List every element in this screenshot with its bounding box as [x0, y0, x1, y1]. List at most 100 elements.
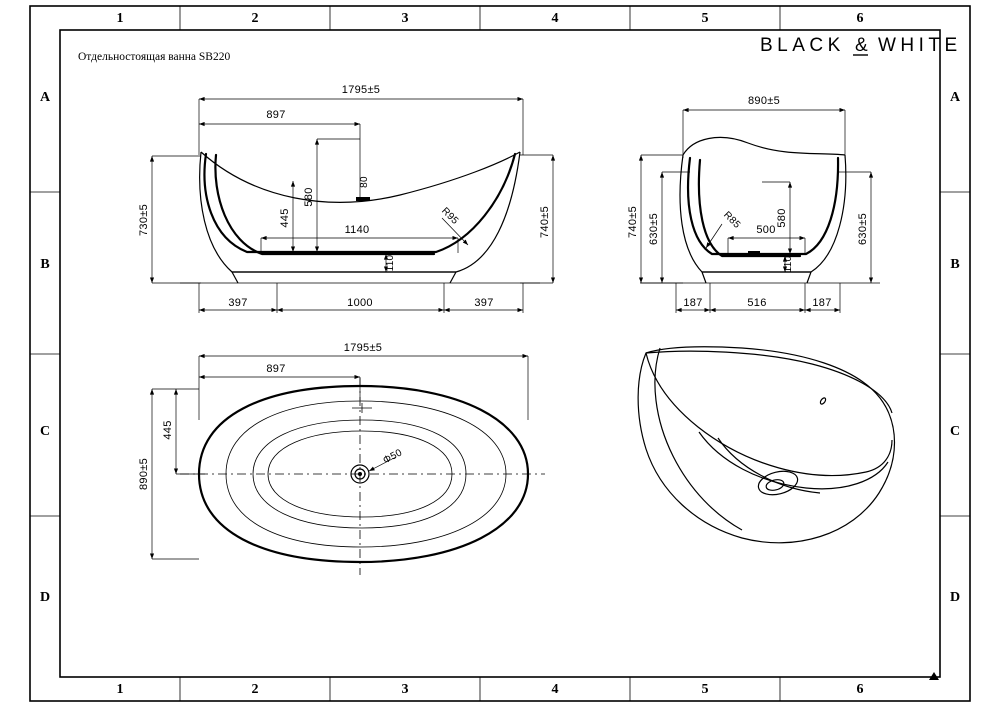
dim-text-plan-overall-width: 890±5 [138, 458, 150, 490]
dim-text-front-base-right: 397 [474, 297, 493, 309]
dim-text-front-overall-length: 1795±5 [342, 84, 380, 96]
dim-text-plan-drain-offset: 897 [266, 363, 285, 375]
dim-front-height-left [149, 155, 201, 284]
dim-text-plan-overall-length: 1795±5 [344, 342, 382, 354]
dim-text-plan-drain-diameter: Φ50 [381, 447, 404, 466]
dim-text-front-rim-height: 580 [303, 187, 315, 206]
dim-front-radius-leader [441, 217, 469, 246]
dim-side-inner-width [727, 235, 806, 255]
zone-label-left-b: B [40, 257, 49, 272]
front-rim-curve [200, 151, 521, 203]
isometric-view [637, 346, 895, 544]
dim-text-side-base-right: 187 [812, 297, 831, 309]
side-foot-left [701, 271, 707, 284]
iso-rim-inner-edge [645, 352, 893, 477]
dim-side-base-chain [675, 283, 841, 313]
dim-front-base-chain [198, 283, 524, 313]
dim-front-drain-offset [199, 121, 361, 200]
side-inner-basin [687, 156, 840, 256]
dim-text-front-inner-depth: 445 [279, 208, 291, 227]
dim-side-overall-width [682, 107, 846, 158]
zone-labels-left: A B C D [40, 90, 51, 605]
side-elevation-view: 890±5 740±5 630±5 630±5 580 [627, 95, 880, 313]
brand-text-amp: & [855, 35, 872, 56]
plan-drain-symbol [350, 464, 370, 484]
dim-text-side-base-center: 516 [747, 297, 766, 309]
dim-text-front-height-left: 730±5 [138, 204, 150, 236]
dim-text-front-base-left: 397 [228, 297, 247, 309]
dim-text-side-overall-width: 890±5 [748, 95, 780, 107]
side-foot-right [806, 271, 812, 284]
iso-left-wall [654, 347, 743, 531]
iso-basin-curve [698, 431, 889, 490]
front-elevation-view: 1795±5 897 730±5 740±5 580 [138, 84, 556, 313]
zone-label-right-a: A [950, 90, 961, 105]
iso-outer-body [637, 346, 895, 544]
zone-label-left-a: A [40, 90, 51, 105]
iso-drain-symbol [757, 470, 799, 496]
dim-text-front-floor-thickness: 110 [385, 254, 396, 271]
dim-side-rim-left [659, 171, 690, 283]
zone-label-top-5: 5 [702, 11, 709, 26]
iso-overflow-hole [819, 397, 827, 405]
dim-text-side-base-left: 187 [683, 297, 702, 309]
dim-text-side-floor-thickness: 110 [783, 255, 794, 272]
dim-text-side-rim-right: 630±5 [857, 213, 869, 245]
front-inner-offset [214, 153, 436, 256]
zone-labels-right: A B C D [950, 90, 961, 605]
dim-text-plan-drain-to-edge: 445 [162, 420, 174, 439]
dim-text-front-radius: R95 [439, 206, 460, 227]
zone-label-bottom-6: 6 [857, 682, 864, 697]
front-overflow-marker [356, 197, 370, 201]
dim-text-side-height-left: 740±5 [627, 206, 639, 238]
side-rim-curve [682, 136, 846, 156]
front-foot-right [449, 271, 457, 284]
dim-plan-drain-leader [368, 456, 397, 472]
page-title: Отдельностоящая ванна SB220 [78, 51, 230, 63]
zone-label-bottom-4: 4 [552, 682, 559, 697]
dim-text-front-inner-length: 1140 [345, 224, 370, 236]
dim-text-front-overflow: 80 [359, 176, 370, 188]
dim-text-side-radius: R85 [721, 210, 742, 231]
side-inner-offset [697, 158, 802, 258]
zone-label-bottom-1: 1 [117, 682, 124, 697]
zone-label-top-2: 2 [252, 11, 259, 26]
zone-grid-lines [30, 6, 970, 701]
zone-labels-bottom: 1 2 3 4 5 6 [117, 682, 864, 697]
zone-label-left-d: D [40, 590, 50, 605]
dim-text-front-base-center: 1000 [347, 297, 373, 309]
corner-marker-icon [929, 672, 939, 680]
dim-plan-drain-to-edge [173, 389, 205, 475]
zone-label-bottom-5: 5 [702, 682, 709, 697]
iso-rim-opening [645, 350, 893, 414]
dim-text-side-inner-width: 500 [756, 224, 775, 236]
brand-text-black: BLACK [760, 35, 845, 56]
zone-label-top-6: 6 [857, 11, 864, 26]
zone-label-right-b: B [950, 257, 959, 272]
dim-side-rim-right [838, 171, 874, 283]
iso-basin-floor-curve [717, 437, 821, 494]
front-inner-basin [203, 152, 517, 254]
dim-text-side-rim-left: 630±5 [648, 213, 660, 245]
zone-label-top-1: 1 [117, 11, 124, 26]
zone-label-bottom-2: 2 [252, 682, 259, 697]
top-plan-view: Φ50 1795±5 897 890±5 445 [138, 342, 545, 575]
dim-front-height-right [520, 154, 556, 284]
dim-text-front-drain-offset: 897 [266, 109, 285, 121]
zone-label-right-c: C [950, 424, 960, 439]
dim-side-inner-height [762, 181, 793, 254]
front-foot-left [231, 271, 239, 284]
dim-text-side-inner-height: 580 [776, 208, 788, 227]
dim-front-rim-height [314, 138, 360, 252]
dim-front-inner-length [260, 235, 459, 253]
zone-label-top-4: 4 [552, 11, 559, 26]
dim-side-radius-leader [705, 223, 723, 249]
dim-front-overall-length [198, 96, 524, 155]
side-overflow-marker [748, 251, 760, 255]
dim-plan-overall-length [198, 353, 529, 420]
zone-label-right-d: D [950, 590, 960, 605]
plan-overflow-marker [352, 403, 372, 413]
brand-text-white: WHITE [878, 35, 962, 56]
